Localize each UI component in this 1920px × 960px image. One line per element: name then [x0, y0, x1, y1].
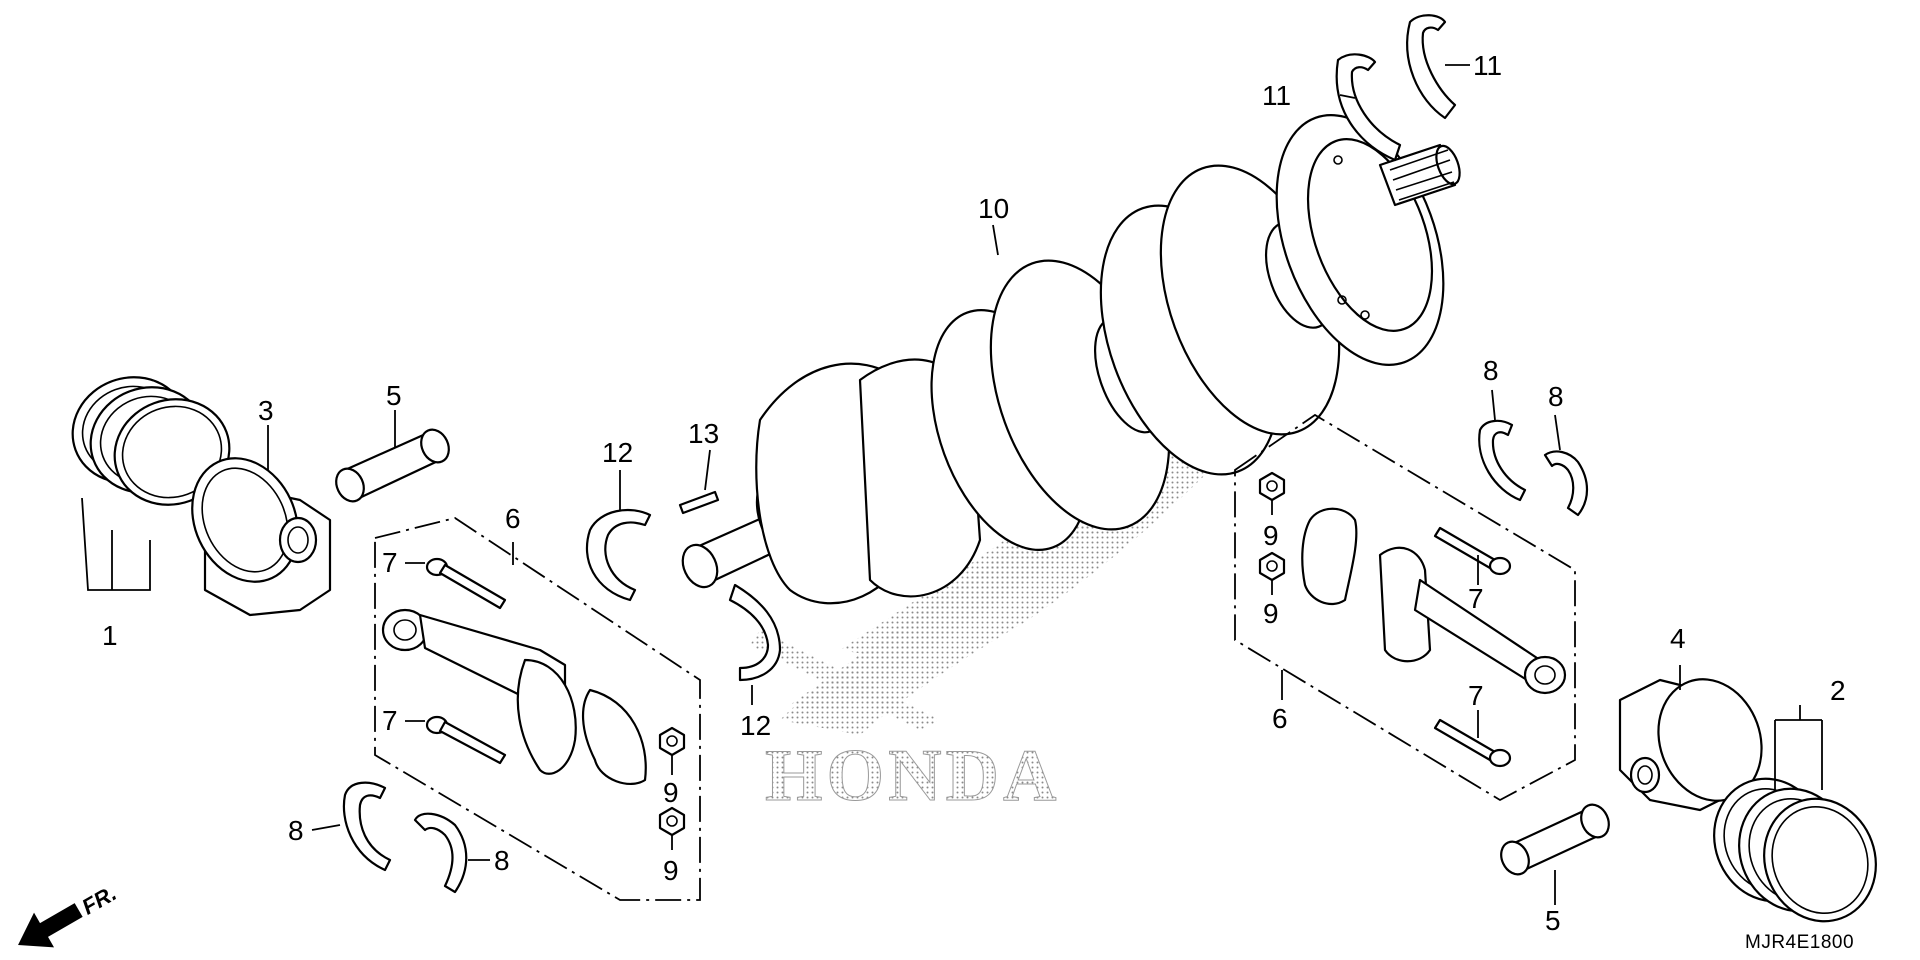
conrod-bearing-lower-left-1 — [342, 781, 392, 872]
callout-13: 13 — [688, 418, 719, 449]
conrod-bolt-lower-left — [425, 715, 507, 765]
main-bearing-lower-left — [728, 583, 782, 682]
conrod-nut-right-upper — [1258, 471, 1286, 502]
callout-8-upper-right-2: 8 — [1548, 381, 1564, 412]
callout-8-lower-left-2: 8 — [494, 845, 510, 876]
conrod-bearing-upper-right-2 — [1543, 450, 1589, 517]
callout-8-upper-right-1: 8 — [1483, 355, 1499, 386]
conrod-bolt-lower-right — [1433, 718, 1512, 768]
callout-7-right-lower: 7 — [1468, 680, 1484, 711]
callout-10: 10 — [978, 193, 1009, 224]
piston-pin-left — [335, 428, 450, 503]
callout-9-left-lower: 9 — [663, 855, 679, 886]
honda-watermark: HONDA — [765, 735, 1060, 817]
piston-left — [191, 457, 332, 617]
callout-8-lower-left-1: 8 — [288, 815, 304, 846]
conrod-cap-right — [1301, 507, 1358, 606]
piston-right — [1618, 678, 1763, 812]
callout-6-right: 6 — [1272, 703, 1288, 734]
callout-11-left: 11 — [1262, 80, 1291, 111]
callout-4: 4 — [1670, 623, 1686, 654]
conrod-assembly-box-left — [374, 517, 701, 901]
conrod-assembly-box-right — [1234, 413, 1576, 802]
crankshaft-key — [678, 490, 720, 515]
piston-pin-right — [1500, 803, 1610, 876]
conrod-bolt-upper-left — [425, 557, 507, 610]
front-label: FR. — [77, 880, 120, 919]
conrod-bearing-lower-left-2 — [413, 812, 468, 894]
callout-2: 2 — [1830, 675, 1846, 706]
connecting-rod-right — [1378, 546, 1567, 695]
callout-11-right: 11 — [1473, 50, 1502, 81]
front-arrow-icon — [18, 903, 83, 948]
crankshaft — [681, 114, 1461, 605]
callout-7-right-upper: 7 — [1468, 583, 1484, 614]
thrust-washer-right — [1406, 14, 1457, 120]
callout-12-lower: 12 — [740, 710, 771, 741]
callout-7-left-upper: 7 — [382, 547, 398, 578]
conrod-nut-right-lower — [1258, 551, 1286, 582]
callout-9-left-upper: 9 — [663, 777, 679, 808]
callout-9-right-lower: 9 — [1263, 598, 1279, 629]
conrod-nut-left-upper — [658, 726, 686, 757]
callout-5-right: 5 — [1545, 905, 1561, 936]
main-bearing-upper-left — [585, 508, 652, 602]
callout-1: 1 — [102, 620, 118, 651]
diagram-code: MJR4E1800 — [1745, 932, 1854, 953]
callout-3: 3 — [258, 395, 274, 426]
thrust-washer-left — [1335, 53, 1402, 162]
callout-9-right-upper: 9 — [1263, 520, 1279, 551]
connecting-rod-left — [381, 608, 647, 785]
front-direction-marker: FR. — [18, 880, 121, 948]
callout-7-left-lower: 7 — [382, 705, 398, 736]
piston-ring-set-right — [1713, 777, 1877, 923]
conrod-bearing-upper-right-1 — [1478, 419, 1527, 502]
conrod-bolt-upper-right — [1433, 526, 1512, 576]
conrod-nut-left-lower — [658, 806, 686, 837]
piston-ring-set-left — [71, 376, 231, 506]
callout-12-upper: 12 — [602, 437, 633, 468]
callout-6-left: 6 — [505, 503, 521, 534]
callout-5-left: 5 — [386, 380, 402, 411]
